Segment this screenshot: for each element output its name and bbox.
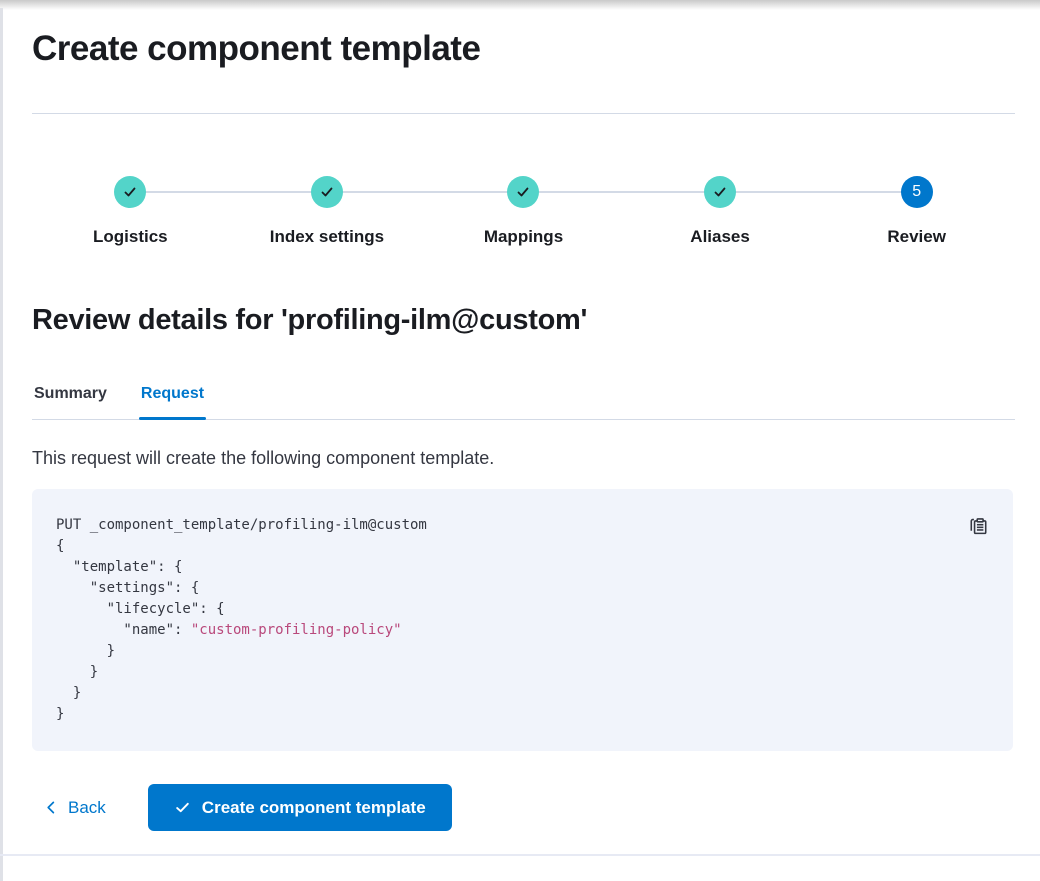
step-number: 5 <box>912 183 922 200</box>
code-line: } <box>56 706 65 722</box>
copy-button[interactable] <box>966 513 991 538</box>
page-top-shadow <box>0 0 1040 10</box>
step-review-current-badge: 5 <box>900 176 933 208</box>
code-string-value: "custom-profiling-policy" <box>190 622 402 638</box>
code-line: } <box>56 685 82 701</box>
back-button[interactable]: Back <box>32 798 118 818</box>
wizard-stepper: Logistics Index settings Mappings <box>32 176 1015 250</box>
title-divider <box>32 113 1015 114</box>
step-mappings[interactable]: Mappings <box>425 176 622 250</box>
check-icon <box>319 184 335 200</box>
request-description: This request will create the following c… <box>32 448 495 468</box>
code-line: "template": { <box>56 559 183 575</box>
code-line: } <box>56 664 99 680</box>
step-index-settings-status <box>310 176 343 208</box>
request-code-block: PUT _component_template/profiling-ilm@cu… <box>32 489 1013 751</box>
create-component-template-page: Create component template Logistics Inde… <box>0 29 1040 856</box>
page-title: Create component template <box>32 29 481 68</box>
step-review[interactable]: 5 Review <box>818 176 1015 250</box>
copy-clipboard-icon <box>968 515 989 536</box>
code-line: "settings": { <box>56 580 200 596</box>
tab-request[interactable]: Request <box>138 385 207 420</box>
step-logistics-status <box>114 176 147 208</box>
step-index-settings[interactable]: Index settings <box>229 176 426 250</box>
step-mappings-status <box>507 176 540 208</box>
chevron-left-icon <box>44 800 59 815</box>
check-icon <box>712 184 728 200</box>
step-logistics[interactable]: Logistics <box>32 176 229 250</box>
create-component-template-button[interactable]: Create component template <box>147 784 452 831</box>
step-label: Logistics <box>92 227 168 246</box>
step-aliases[interactable]: Aliases <box>622 176 819 250</box>
code-line: "name": "custom-profiling-policy" <box>56 622 402 638</box>
step-label: Aliases <box>690 227 750 246</box>
check-icon <box>122 184 138 200</box>
wizard-footer: Back Create component template <box>32 784 1015 831</box>
code-line: } <box>56 643 116 659</box>
code-line: "lifecycle": { <box>56 601 225 617</box>
tab-summary[interactable]: Summary <box>32 385 109 419</box>
step-label: Review <box>887 227 946 246</box>
code-line: { <box>56 538 65 554</box>
bottom-divider <box>0 854 1040 856</box>
review-heading: Review details for 'profiling-ilm@custom… <box>32 304 588 336</box>
step-aliases-status <box>704 176 737 208</box>
step-label: Index settings <box>269 227 385 246</box>
create-component-template-label: Create component template <box>201 797 426 817</box>
back-button-label: Back <box>68 797 106 817</box>
check-icon <box>174 799 191 816</box>
code-line: PUT _component_template/profiling-ilm@cu… <box>56 517 427 533</box>
page-left-border <box>0 8 3 881</box>
check-icon <box>515 184 531 200</box>
step-label: Mappings <box>483 227 564 246</box>
review-tabs: Summary Request <box>32 385 1015 420</box>
